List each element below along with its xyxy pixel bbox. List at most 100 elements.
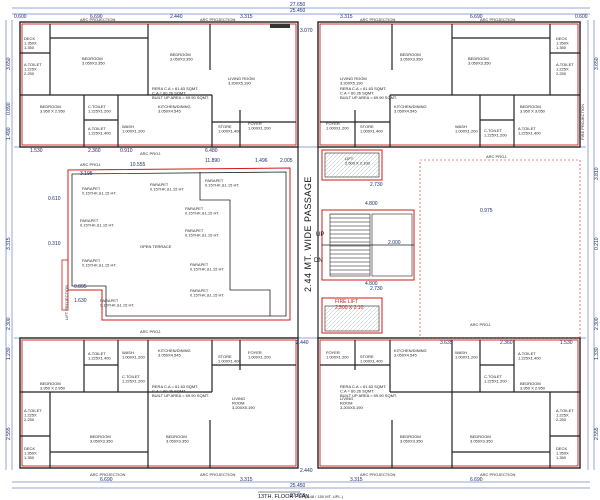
dim-right-1: 3.810 (594, 167, 600, 180)
fire-projection-right: FIRE PROJECTION (580, 104, 585, 140)
dim-left-4: 2.300 (6, 317, 12, 330)
arc-projection-br: ARC PROJECTION (360, 472, 395, 477)
dim-mid-4: 11.890 (205, 158, 220, 164)
arc-projection-tl: ARC PROJECTION (80, 17, 115, 22)
arc-proj-bottom-left: ARC PROJ. (140, 329, 161, 334)
dim-mid-11: 2.000 (388, 240, 401, 246)
dim-top-centre: 3.070 (300, 28, 313, 34)
stair-dn-label: DN (314, 258, 323, 264)
dim-mid-0: 1.530 (30, 148, 43, 154)
stair-up-label: UP (316, 232, 324, 238)
dim-mid-3: 6.480 (205, 148, 218, 154)
dim-right-2: 0.210 (594, 237, 600, 250)
dim-right-5: 2.555 (594, 427, 600, 440)
arc-projection-tl2: ARC PROJECTION (200, 17, 235, 22)
dim-mid-2: 0.910 (120, 148, 133, 154)
arc-projection-tr: ARC PROJECTION (360, 17, 395, 22)
dim-left-6: 2.555 (6, 427, 12, 440)
dim-mid-15: 0.610 (48, 196, 61, 202)
dim-left-1: 0.890 (6, 102, 12, 115)
drawing-caption: 13TH. FLOOR PLAN (1:48 / 150 MT. UPL.) (258, 491, 344, 500)
dim-mid-13: 4.800 (365, 281, 378, 287)
dim-mid-8: 2.730 (370, 182, 383, 188)
dim-top-left-1: 6.690 (90, 14, 103, 20)
br-rera-label: RERA C.A = 61.63 SQMT.C.A = 60.26 SQMT.B… (340, 384, 397, 398)
dim-mid-7: 3.195 (80, 171, 93, 177)
dim-top-overall: 27.650 (290, 2, 306, 8)
dim-mid-12: 2.730 (370, 286, 383, 292)
arc-projection-bl2: ARC PROJECTION (200, 472, 235, 477)
dim-mid-21: 1.530 (560, 340, 573, 346)
dim-mid-22: 2.360 (500, 340, 513, 346)
dim-bottom-overall: 27.650 (290, 493, 306, 499)
arc-proj-left-mid: ARC PROJ. (80, 162, 101, 167)
dim-bottom-mid: 25.450 (290, 483, 306, 489)
dim-mid-5: 1.496 (255, 158, 268, 164)
bl-rera-label: RERA C.A = 61.63 SQMT.C.A = 60.26 SQMT.B… (152, 384, 209, 398)
dim-mid-18: 1.630 (74, 298, 87, 304)
dim-left-2: 1.490 (6, 127, 12, 140)
dim-top-right-2: 0.600 (575, 14, 588, 20)
dim-top-right-1: 6.690 (470, 14, 483, 20)
dim-left-5: 1.230 (6, 347, 12, 360)
arc-proj-bottom-right: ARC PROJ. (470, 322, 491, 327)
tl-rera-label: RERA C.A = 61.63 SQMT.C.A = 60.26 SQMT.B… (152, 86, 209, 100)
dim-bottom-left-0: 6.690 (100, 477, 113, 483)
dimension-texts: 27.650 25.450 0.600 6.690 2.440 3.315 3.… (6, 2, 600, 499)
passage-label: 2.44 MT. WIDE PASSAGE (303, 176, 313, 292)
arc-proj-centre-top: ARC PROJ. (140, 151, 161, 156)
dim-top-mid: 25.450 (290, 8, 306, 14)
dim-left-0: 3.650 (6, 57, 12, 70)
dim-mid-1: 2.360 (88, 148, 101, 154)
arc-projection-br2: ARC PROJECTION (480, 472, 515, 477)
